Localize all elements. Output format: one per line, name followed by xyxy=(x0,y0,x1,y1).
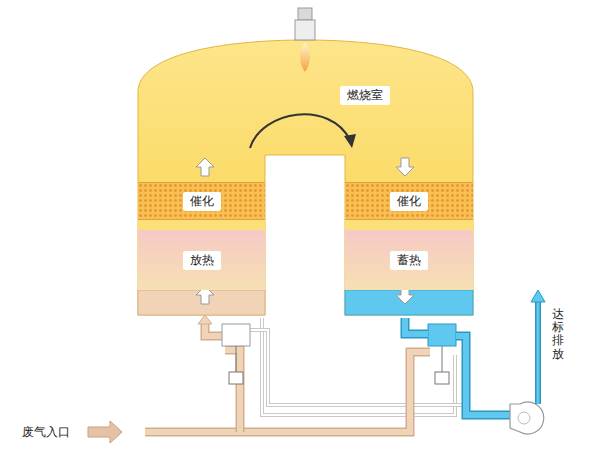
flow-arrow xyxy=(196,158,214,176)
chamber-body xyxy=(138,40,473,315)
actuator xyxy=(229,372,243,384)
fan xyxy=(510,402,544,434)
fan xyxy=(518,412,530,424)
burner xyxy=(298,8,312,20)
outlet-pipe xyxy=(405,318,510,415)
inlet-arrow xyxy=(88,421,122,443)
flow-arrow xyxy=(250,114,350,148)
stack xyxy=(537,300,540,404)
valve-stem xyxy=(236,346,237,372)
heat-release-bed: 放热 xyxy=(138,230,265,290)
valve xyxy=(428,324,456,346)
catalyst-bed: 催化 xyxy=(345,182,473,220)
valve-stem xyxy=(442,346,443,372)
flow-arrow xyxy=(396,158,414,176)
actuator xyxy=(435,372,449,384)
node-label: 放热 xyxy=(183,251,221,270)
inlet-label: 废气入口 xyxy=(22,425,70,440)
exhaust-label: 达标排放 xyxy=(552,308,564,361)
node-label: 燃烧室 xyxy=(340,86,390,105)
burner xyxy=(295,20,315,40)
chamber-label: 燃烧室 xyxy=(340,84,390,105)
valve xyxy=(222,324,250,346)
flame xyxy=(300,42,310,72)
stack xyxy=(535,300,541,404)
node-label: 蓄热 xyxy=(390,251,428,270)
arrow-head xyxy=(531,290,545,302)
catalyst-bed: 催化 xyxy=(138,182,265,220)
node-label: 催化 xyxy=(183,192,221,211)
node-label: 催化 xyxy=(390,192,428,211)
arrow-head xyxy=(198,315,212,324)
inlet-pipe xyxy=(145,352,430,432)
strip xyxy=(345,220,473,230)
heat-storage-bed: 蓄热 xyxy=(345,230,473,290)
arrow-head xyxy=(344,134,356,148)
outlet-pipe xyxy=(405,318,510,415)
strip xyxy=(138,220,265,230)
inlet-pipe xyxy=(145,352,430,432)
